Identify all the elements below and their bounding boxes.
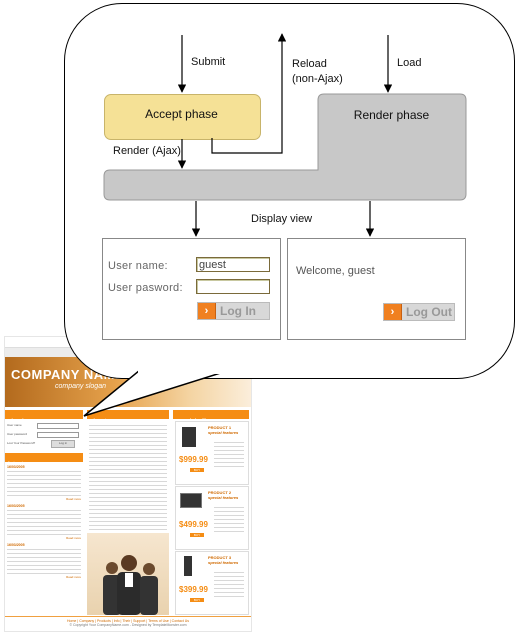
product-desc bbox=[214, 570, 244, 600]
welcome-view-panel bbox=[287, 238, 466, 340]
login-button-label: Log In bbox=[220, 304, 256, 318]
product-buy-button: BUY bbox=[190, 598, 204, 602]
product-name: PRODUCT 3 bbox=[208, 555, 232, 560]
logout-button[interactable]: › Log Out bbox=[383, 303, 455, 321]
news-read-more: Read more bbox=[66, 497, 81, 501]
chevron-right-icon: › bbox=[198, 303, 216, 319]
site-section-signin: sign in bbox=[5, 410, 83, 425]
signin-pass-input bbox=[37, 432, 79, 438]
speech-bubble-tail bbox=[83, 370, 232, 417]
submit-label: Submit bbox=[191, 56, 226, 68]
product-buy-button: BUY bbox=[190, 533, 204, 537]
site-copyright: © Copyright Your CompanyName.com - Desig… bbox=[69, 623, 187, 627]
news-date: 16/03/2005 bbox=[7, 543, 25, 547]
product-card: PRODUCT 2 special features $499.99 BUY bbox=[175, 486, 249, 550]
signin-pass-label: User password bbox=[7, 432, 28, 436]
load-label: Load bbox=[397, 57, 422, 69]
password-input[interactable] bbox=[196, 279, 270, 294]
signin-button: Log in bbox=[51, 440, 75, 448]
product-price: $999.99 bbox=[179, 455, 208, 464]
accept-phase-label: Accept phase bbox=[145, 107, 218, 121]
product-desc bbox=[214, 440, 244, 470]
site-news-list: 16/03/2005 Read more 16/03/2005 Read mor… bbox=[7, 465, 81, 579]
site-about-text bbox=[89, 423, 167, 531]
product-name: PRODUCT 2 bbox=[208, 490, 232, 495]
product-buy-button: BUY bbox=[190, 468, 204, 472]
site-footer-links: Home | Company | Products | Info | Their… bbox=[67, 619, 189, 623]
site-company-slogan: company slogan bbox=[55, 383, 106, 390]
section-title: sign in bbox=[8, 419, 28, 425]
news-text bbox=[7, 508, 81, 536]
render-ajax-label: Render (Ajax) bbox=[113, 145, 181, 157]
news-read-more: Read more bbox=[66, 536, 81, 540]
display-view-label: Display view bbox=[251, 213, 313, 225]
site-section-news: latest news bbox=[5, 453, 83, 468]
product-desc bbox=[214, 505, 244, 535]
chevron-right-icon: › bbox=[384, 304, 402, 320]
reload-label: Reload bbox=[292, 58, 327, 70]
reload-sub-label: (non-Ajax) bbox=[292, 73, 343, 85]
site-products: PRODUCT 1 special features $999.99 BUY P… bbox=[175, 421, 249, 616]
product-price: $499.99 bbox=[179, 520, 208, 529]
render-phase-label: Render phase bbox=[353, 108, 430, 122]
news-read-more: Read more bbox=[66, 575, 81, 579]
password-label: User pasword: bbox=[108, 282, 183, 294]
section-title: about us bbox=[90, 419, 115, 425]
site-footer: Home | Company | Products | Info | Their… bbox=[5, 616, 251, 631]
site-people-photo bbox=[87, 533, 169, 615]
news-text bbox=[7, 547, 81, 575]
product-feature: special features bbox=[208, 495, 239, 500]
logout-button-label: Log Out bbox=[406, 305, 452, 319]
people-photo-graphic bbox=[103, 555, 158, 615]
news-date: 16/03/2005 bbox=[7, 504, 25, 508]
username-label: User name: bbox=[108, 260, 168, 272]
product-card: PRODUCT 3 special features $399.99 BUY bbox=[175, 551, 249, 615]
news-text bbox=[7, 469, 81, 497]
product-feature: special features bbox=[208, 430, 239, 435]
signin-forgot: Lost Your Password? bbox=[7, 441, 36, 445]
signin-user-label: User name bbox=[7, 423, 22, 427]
product-image bbox=[182, 427, 196, 447]
site-signin-panel: User name User password Lost Your Passwo… bbox=[7, 423, 81, 448]
news-date: 16/03/2005 bbox=[7, 465, 25, 469]
product-name: PRODUCT 1 bbox=[208, 425, 232, 430]
flow-arrows bbox=[177, 33, 393, 237]
signin-user-input bbox=[37, 423, 79, 429]
username-input[interactable]: guest bbox=[196, 257, 270, 272]
product-feature: special features bbox=[208, 560, 239, 565]
product-price: $399.99 bbox=[179, 585, 208, 594]
render-phase-shape bbox=[103, 93, 467, 201]
site-section-about: about us bbox=[87, 410, 169, 425]
product-card: PRODUCT 1 special features $999.99 BUY bbox=[175, 421, 249, 485]
product-image bbox=[180, 493, 202, 508]
welcome-text: Welcome, guest bbox=[296, 265, 375, 277]
section-title: latest news bbox=[8, 462, 41, 468]
login-button[interactable]: › Log In bbox=[197, 302, 270, 320]
product-image bbox=[184, 556, 192, 576]
